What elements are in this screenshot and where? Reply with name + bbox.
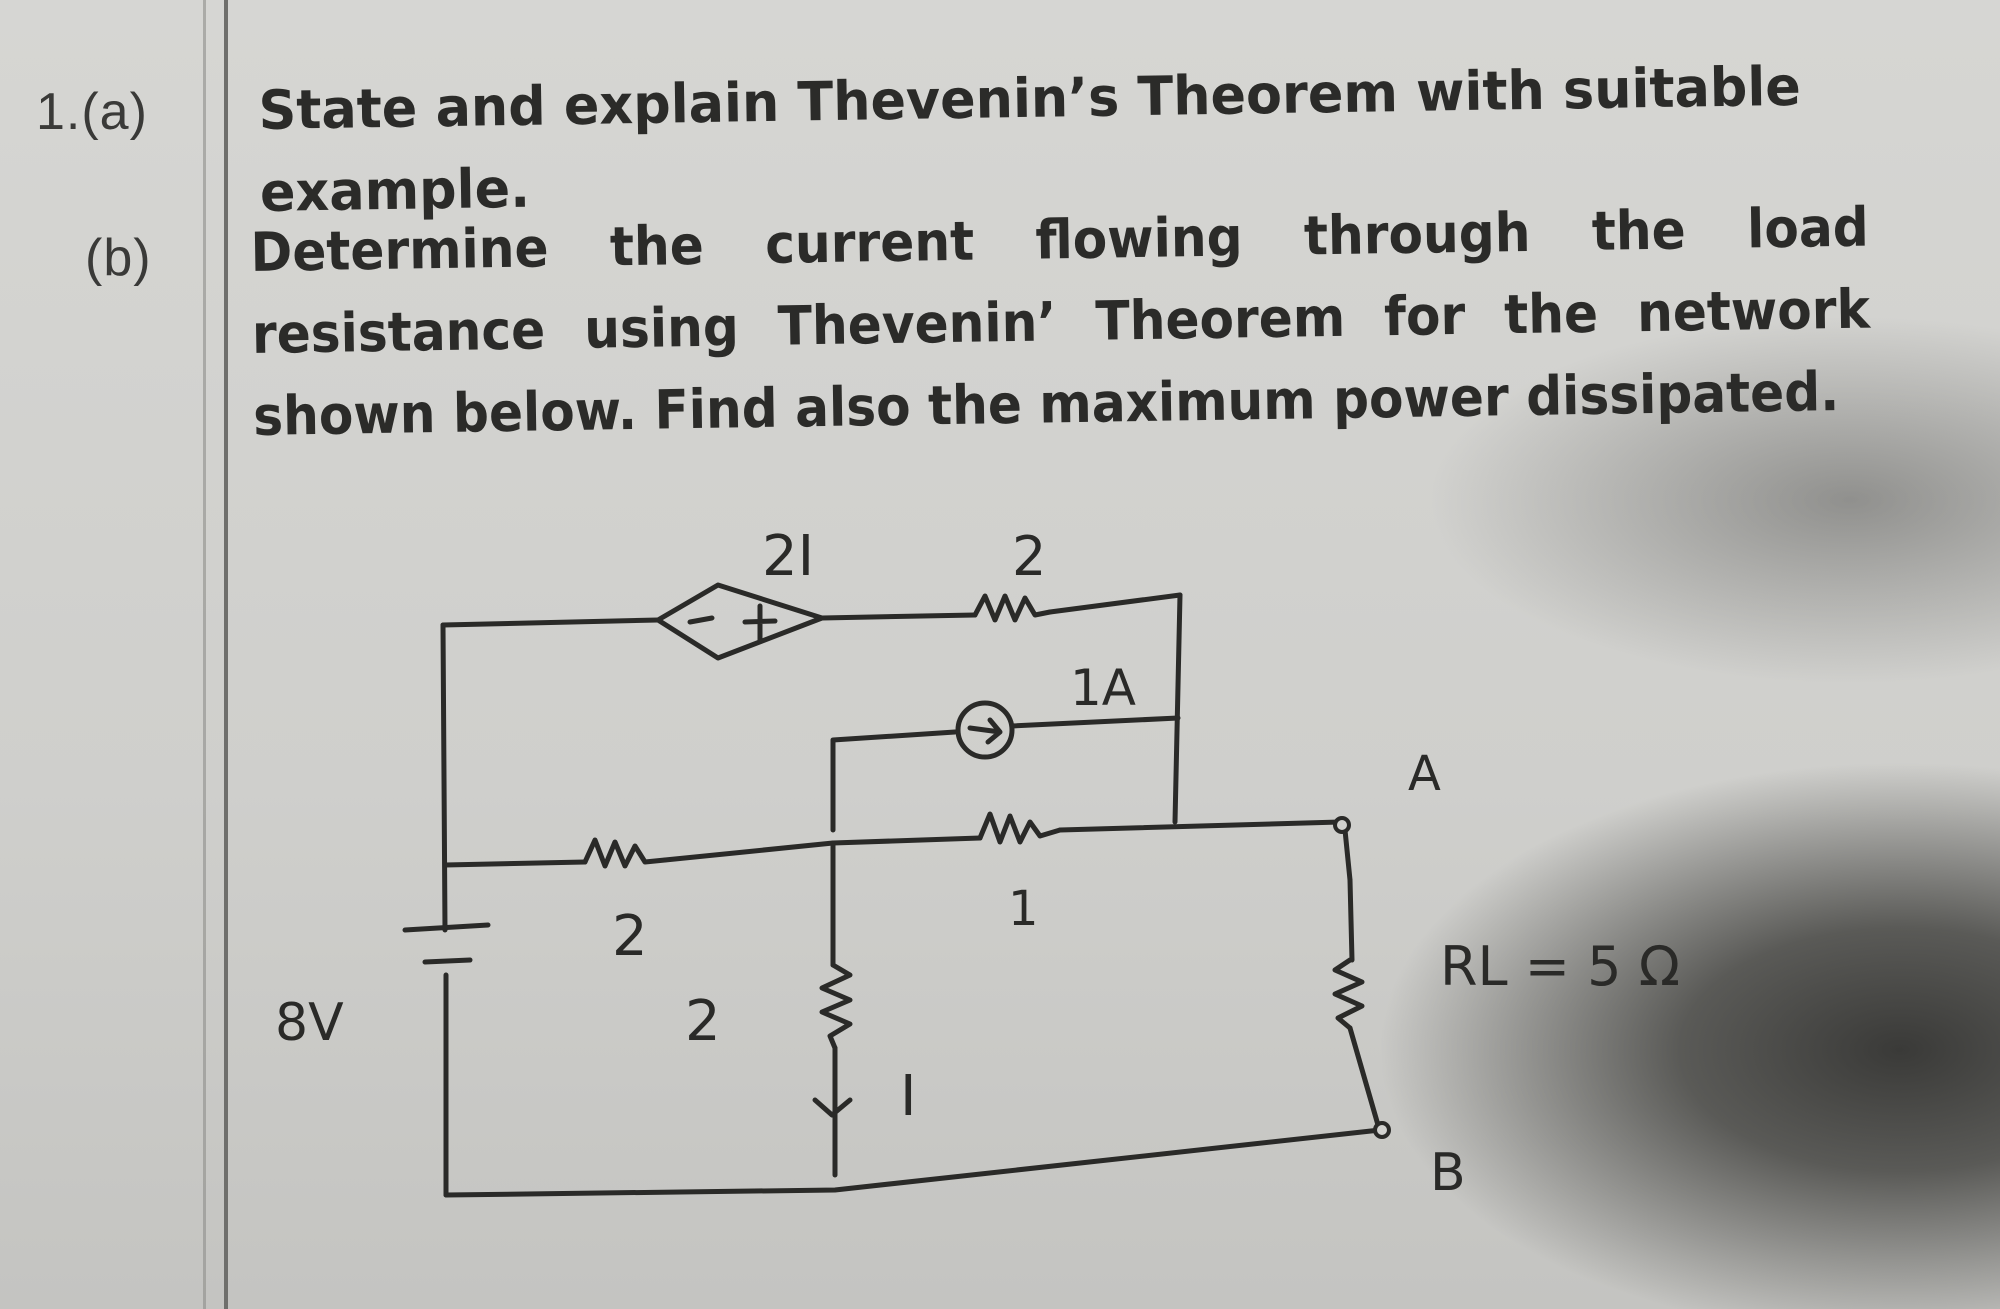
- middle-left-wire: [442, 859, 588, 868]
- margin-rule: [224, 0, 228, 1309]
- middle-right-wire: [1057, 819, 1343, 833]
- battery-short-plate: [422, 957, 473, 965]
- current-source-label: 1A: [1070, 659, 1136, 717]
- dependent-source-plus: [742, 603, 778, 643]
- middle-wire-2: [830, 835, 983, 846]
- margin-rule-faint: [203, 0, 206, 1309]
- middle-resistor: [977, 811, 1063, 845]
- bottom-wire: [443, 1127, 1383, 1198]
- top-left-wire: [440, 617, 661, 628]
- left-resistor: [582, 837, 668, 869]
- right-vertical-wire: [1172, 592, 1183, 825]
- left-wire: [440, 622, 448, 933]
- terminal-b-label: B: [1430, 1143, 1466, 1203]
- load-label: RL = 5 Ω: [1440, 935, 1680, 998]
- current-label: I: [900, 1064, 917, 1129]
- current-source-circle: [955, 700, 1015, 760]
- load-right-wire: [1347, 877, 1381, 1128]
- load-resistor: [1332, 957, 1365, 1031]
- top-resistor: [972, 593, 1053, 623]
- current-arrow: [812, 1097, 853, 1118]
- current-source-left-wire: [830, 729, 958, 833]
- question-1b-number: (b): [85, 229, 152, 287]
- top-resistor-label: 2: [1012, 525, 1046, 588]
- left-resistor-label: 2: [612, 904, 648, 969]
- dependent-source-label: 2I: [762, 524, 814, 589]
- dependent-source-minus: [687, 615, 715, 625]
- vertical-resistor-label: 2: [685, 989, 721, 1054]
- terminal-a-label: A: [1408, 746, 1441, 802]
- vertical-resistor: [819, 962, 853, 1051]
- terminal-a-dot: [1333, 816, 1351, 834]
- middle-resistor-label: 1: [1008, 881, 1039, 937]
- middle-wire: [662, 840, 836, 863]
- question-1a-number: 1.(a): [36, 83, 148, 141]
- top-mid-wire: [819, 612, 978, 621]
- terminal-b-dot: [1373, 1121, 1391, 1139]
- top-right-wire: [1047, 592, 1183, 615]
- current-source-arrow: [967, 717, 1003, 745]
- load-top-wire: [1342, 827, 1353, 883]
- battery-label: 8V: [275, 993, 344, 1053]
- current-source-right-wire: [1009, 715, 1181, 729]
- dependent-source-diamond: [655, 582, 825, 661]
- battery-long-plate: [402, 922, 491, 933]
